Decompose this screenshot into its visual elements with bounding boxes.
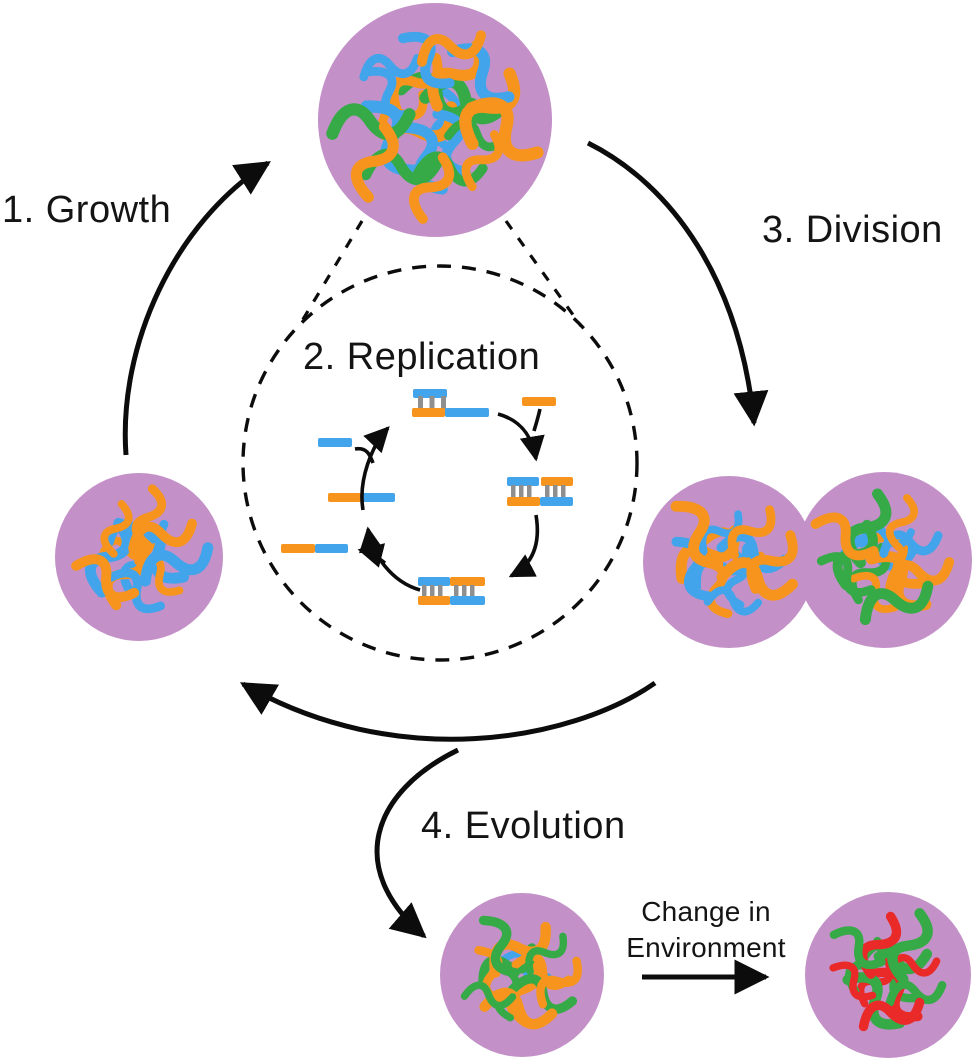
replication-arrow-monomer-join (532, 408, 542, 432)
rna-segment-orange (450, 577, 485, 586)
replication-arrow-primer-join (354, 446, 375, 464)
replication-arrow-separate-left (357, 543, 387, 568)
step-label-replication: 2. Replication (303, 336, 541, 378)
replication-arrow-complete (508, 514, 540, 578)
evolution-branch-arrow (374, 747, 460, 939)
rna-monomer-orange (522, 397, 556, 406)
rna-duplex-right (507, 477, 573, 506)
vesicle-evolved (440, 893, 604, 1057)
replication-arrow-assembly (360, 426, 390, 511)
vesicle-initial (55, 473, 223, 641)
base-pair-rungs (418, 396, 446, 409)
vesicle-grown (318, 3, 552, 237)
replication-arrow-extend (497, 412, 545, 462)
rna-segment-orange (412, 408, 445, 417)
replication-arrow-separate-up (359, 526, 421, 592)
magnifier-dashed-circle (241, 264, 639, 662)
base-pair-rungs (511, 485, 566, 498)
rna-segment-blue (540, 497, 573, 506)
magnifier-right-dashed-line (504, 220, 583, 327)
rna-segment-orange (328, 493, 362, 502)
rna-duplex-bottom (418, 577, 485, 605)
rna-segment-blue (418, 577, 450, 586)
rna-segment-blue (413, 389, 447, 398)
evolution-arrow (239, 680, 657, 742)
step-label-division: 3. Division (762, 209, 943, 251)
rna-segment-blue (315, 544, 348, 553)
base-pair-rungs (422, 585, 475, 598)
rna-segment-orange (418, 596, 450, 605)
rna-segment-blue (507, 477, 539, 486)
rna-segment-blue (450, 596, 485, 605)
replication-cycle (281, 389, 573, 605)
growth-arrow (122, 160, 271, 456)
division-arrow (586, 140, 769, 427)
rna-monomer-blue (318, 438, 352, 447)
rna-segment-blue (362, 493, 395, 502)
rna-segment-blue (445, 408, 489, 417)
rna-single-strand-low (281, 544, 348, 553)
vesicle-new-environment (805, 892, 971, 1058)
rna-segment-orange (507, 497, 540, 506)
magnifier-left-dashed-line (297, 220, 364, 327)
rna-segment-orange (541, 477, 573, 486)
rna-single-strand-mid (328, 493, 395, 502)
rna-duplex-primed (412, 389, 489, 417)
rna-segment-orange (281, 544, 315, 553)
vesicle-division-doublet (643, 472, 972, 648)
step-label-growth: 1. Growth (2, 189, 172, 231)
change-environment-label: Change in Environment (626, 896, 786, 964)
step-label-evolution: 4. Evolution (421, 805, 626, 847)
